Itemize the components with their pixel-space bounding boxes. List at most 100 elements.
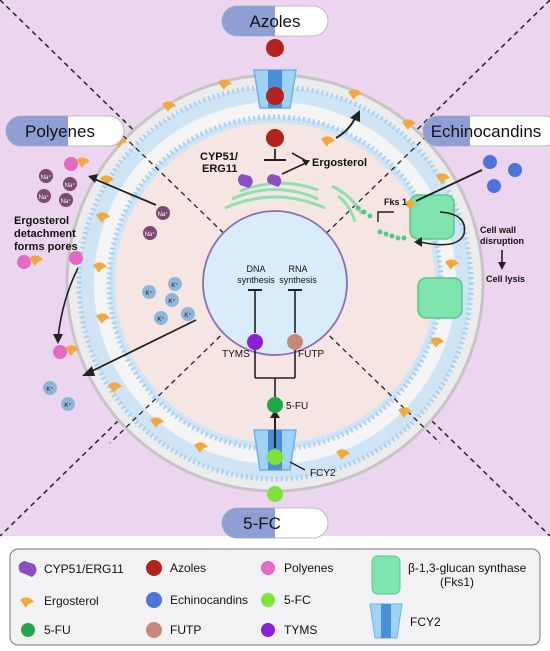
pores-label-line1: Ergosterol	[14, 215, 69, 227]
echinocandins-pill	[422, 115, 550, 147]
fks1-label: Fks 1	[384, 197, 407, 207]
arrow-head	[414, 237, 422, 247]
legend-cyp51-swatch	[18, 561, 37, 577]
polyene-molecule	[69, 251, 83, 265]
azole-molecule	[266, 87, 284, 105]
legend-futp-swatch	[146, 622, 162, 638]
cell-lysis-label: Cell lysis	[486, 274, 525, 284]
fc5-pill	[221, 507, 329, 539]
futp-molecule	[287, 334, 303, 350]
diagonal-divider	[0, 0, 550, 537]
polyenes-pill	[5, 115, 125, 147]
fks1-synthase-top	[409, 194, 455, 240]
legend-tyms-swatch	[261, 623, 275, 637]
legend-fc5-label: 5-FC	[284, 593, 311, 607]
legend-glucan-label-line1: β-1,3-glucan synthase	[408, 561, 527, 575]
legend-cyp51-label: CYP51/ERG11	[44, 562, 124, 576]
legend-echinocandins-label: Echinocandins	[170, 593, 248, 607]
cyp51-enzyme	[267, 174, 282, 187]
membrane-heads-outer	[76, 84, 474, 482]
legend-tyms-label: TYMS	[284, 623, 317, 637]
potassium-label: K⁺	[157, 316, 164, 323]
fc5-pill-label: 5-FC	[243, 514, 281, 533]
polyene-molecule	[64, 157, 78, 171]
sodium-label: Na⁺	[145, 231, 156, 238]
potassium-ion	[61, 397, 75, 411]
potassium-ion	[142, 285, 156, 299]
fu5-label: 5-FU	[286, 401, 308, 412]
legend-fu5-label: 5-FU	[44, 623, 71, 637]
arrow-head	[498, 262, 506, 270]
inhibition-line	[291, 152, 309, 163]
sodium-label: Na⁺	[65, 182, 76, 189]
pore-formation-arrow	[57, 267, 79, 339]
echinocandins-pill-label: Echinocandins	[431, 122, 542, 141]
potassium-label: K⁺	[46, 386, 53, 393]
potassium-efflux-arrow	[89, 319, 197, 373]
legend-futp-label: FUTP	[170, 623, 201, 637]
sodium-ion	[143, 226, 157, 240]
echinocandin-molecule	[487, 179, 501, 193]
potassium-label: K⁺	[168, 298, 175, 305]
rna-label-line1: RNA	[288, 264, 307, 274]
dna-label-line2: synthesis	[237, 275, 275, 285]
fcy2-label: FCY2	[310, 468, 336, 479]
legend-glucan-label-line2: (Fks1)	[440, 575, 474, 589]
wall-disruption-arrow	[419, 211, 466, 246]
cyp51-to-ergosterol-arrow	[281, 161, 309, 175]
legend-glucan-swatch	[371, 555, 401, 595]
fks1-binding-site	[406, 200, 414, 208]
legend-fu5-swatch	[21, 623, 35, 637]
ergosterol-molecule	[76, 157, 90, 168]
ergosterol-molecule	[29, 255, 43, 266]
sodium-ion	[156, 206, 170, 220]
sodium-ion	[39, 169, 53, 183]
cell-wall-label-line2: disruption	[480, 236, 524, 246]
legend-echinocandins-swatch	[146, 592, 162, 608]
ergosterol-molecule	[321, 136, 335, 147]
ergosterol-molecule	[65, 345, 79, 356]
sodium-label: Na⁺	[39, 194, 50, 201]
dna-label-line1: DNA	[246, 264, 265, 274]
polyene-molecule	[53, 345, 67, 359]
echinocandin-molecule	[508, 163, 522, 177]
nucleus	[202, 210, 348, 356]
potassium-ion	[181, 307, 195, 321]
potassium-label: K⁺	[64, 402, 71, 409]
azoles-pill	[221, 5, 329, 37]
azole-molecule	[266, 129, 284, 147]
sodium-label: Na⁺	[61, 198, 72, 205]
fcy2-pointer	[289, 461, 306, 471]
potassium-ion	[168, 277, 182, 291]
arrow-head	[270, 410, 280, 418]
legend-polyenes-label: Polyenes	[284, 561, 333, 575]
echinocandin-molecule	[483, 155, 497, 169]
azoles-pill-label: Azoles	[249, 12, 300, 31]
sodium-ion	[63, 177, 77, 191]
fks1-synthase-bottom	[417, 277, 463, 319]
endoplasmic-reticulum	[224, 181, 364, 223]
azole-molecule	[266, 39, 284, 57]
legend-azoles-swatch	[146, 560, 162, 576]
fc5-molecule	[267, 449, 283, 465]
tyms-molecule	[247, 334, 263, 350]
sodium-efflux-arrow	[91, 177, 157, 206]
sodium-ion	[59, 193, 73, 207]
fu5-molecule	[267, 397, 283, 413]
cyp51-label-line1: CYP51/	[200, 151, 238, 163]
legend-azoles-label: Azoles	[170, 561, 206, 575]
arrow-head	[350, 110, 360, 122]
potassium-ion	[154, 311, 168, 325]
rna-label-line2: synthesis	[279, 275, 317, 285]
potassium-label: K⁺	[171, 282, 178, 289]
sodium-label: Na⁺	[41, 174, 52, 181]
fc5-molecule	[267, 486, 283, 502]
pores-label-line2: detachment	[14, 228, 76, 240]
fks1-inhibition-line	[377, 211, 394, 222]
cyp51-enzyme	[237, 174, 253, 188]
echinocandin-binding-arrow	[415, 169, 483, 202]
sodium-ion	[37, 189, 51, 203]
legend-box	[9, 548, 541, 646]
legend-fc5-swatch	[261, 593, 275, 607]
